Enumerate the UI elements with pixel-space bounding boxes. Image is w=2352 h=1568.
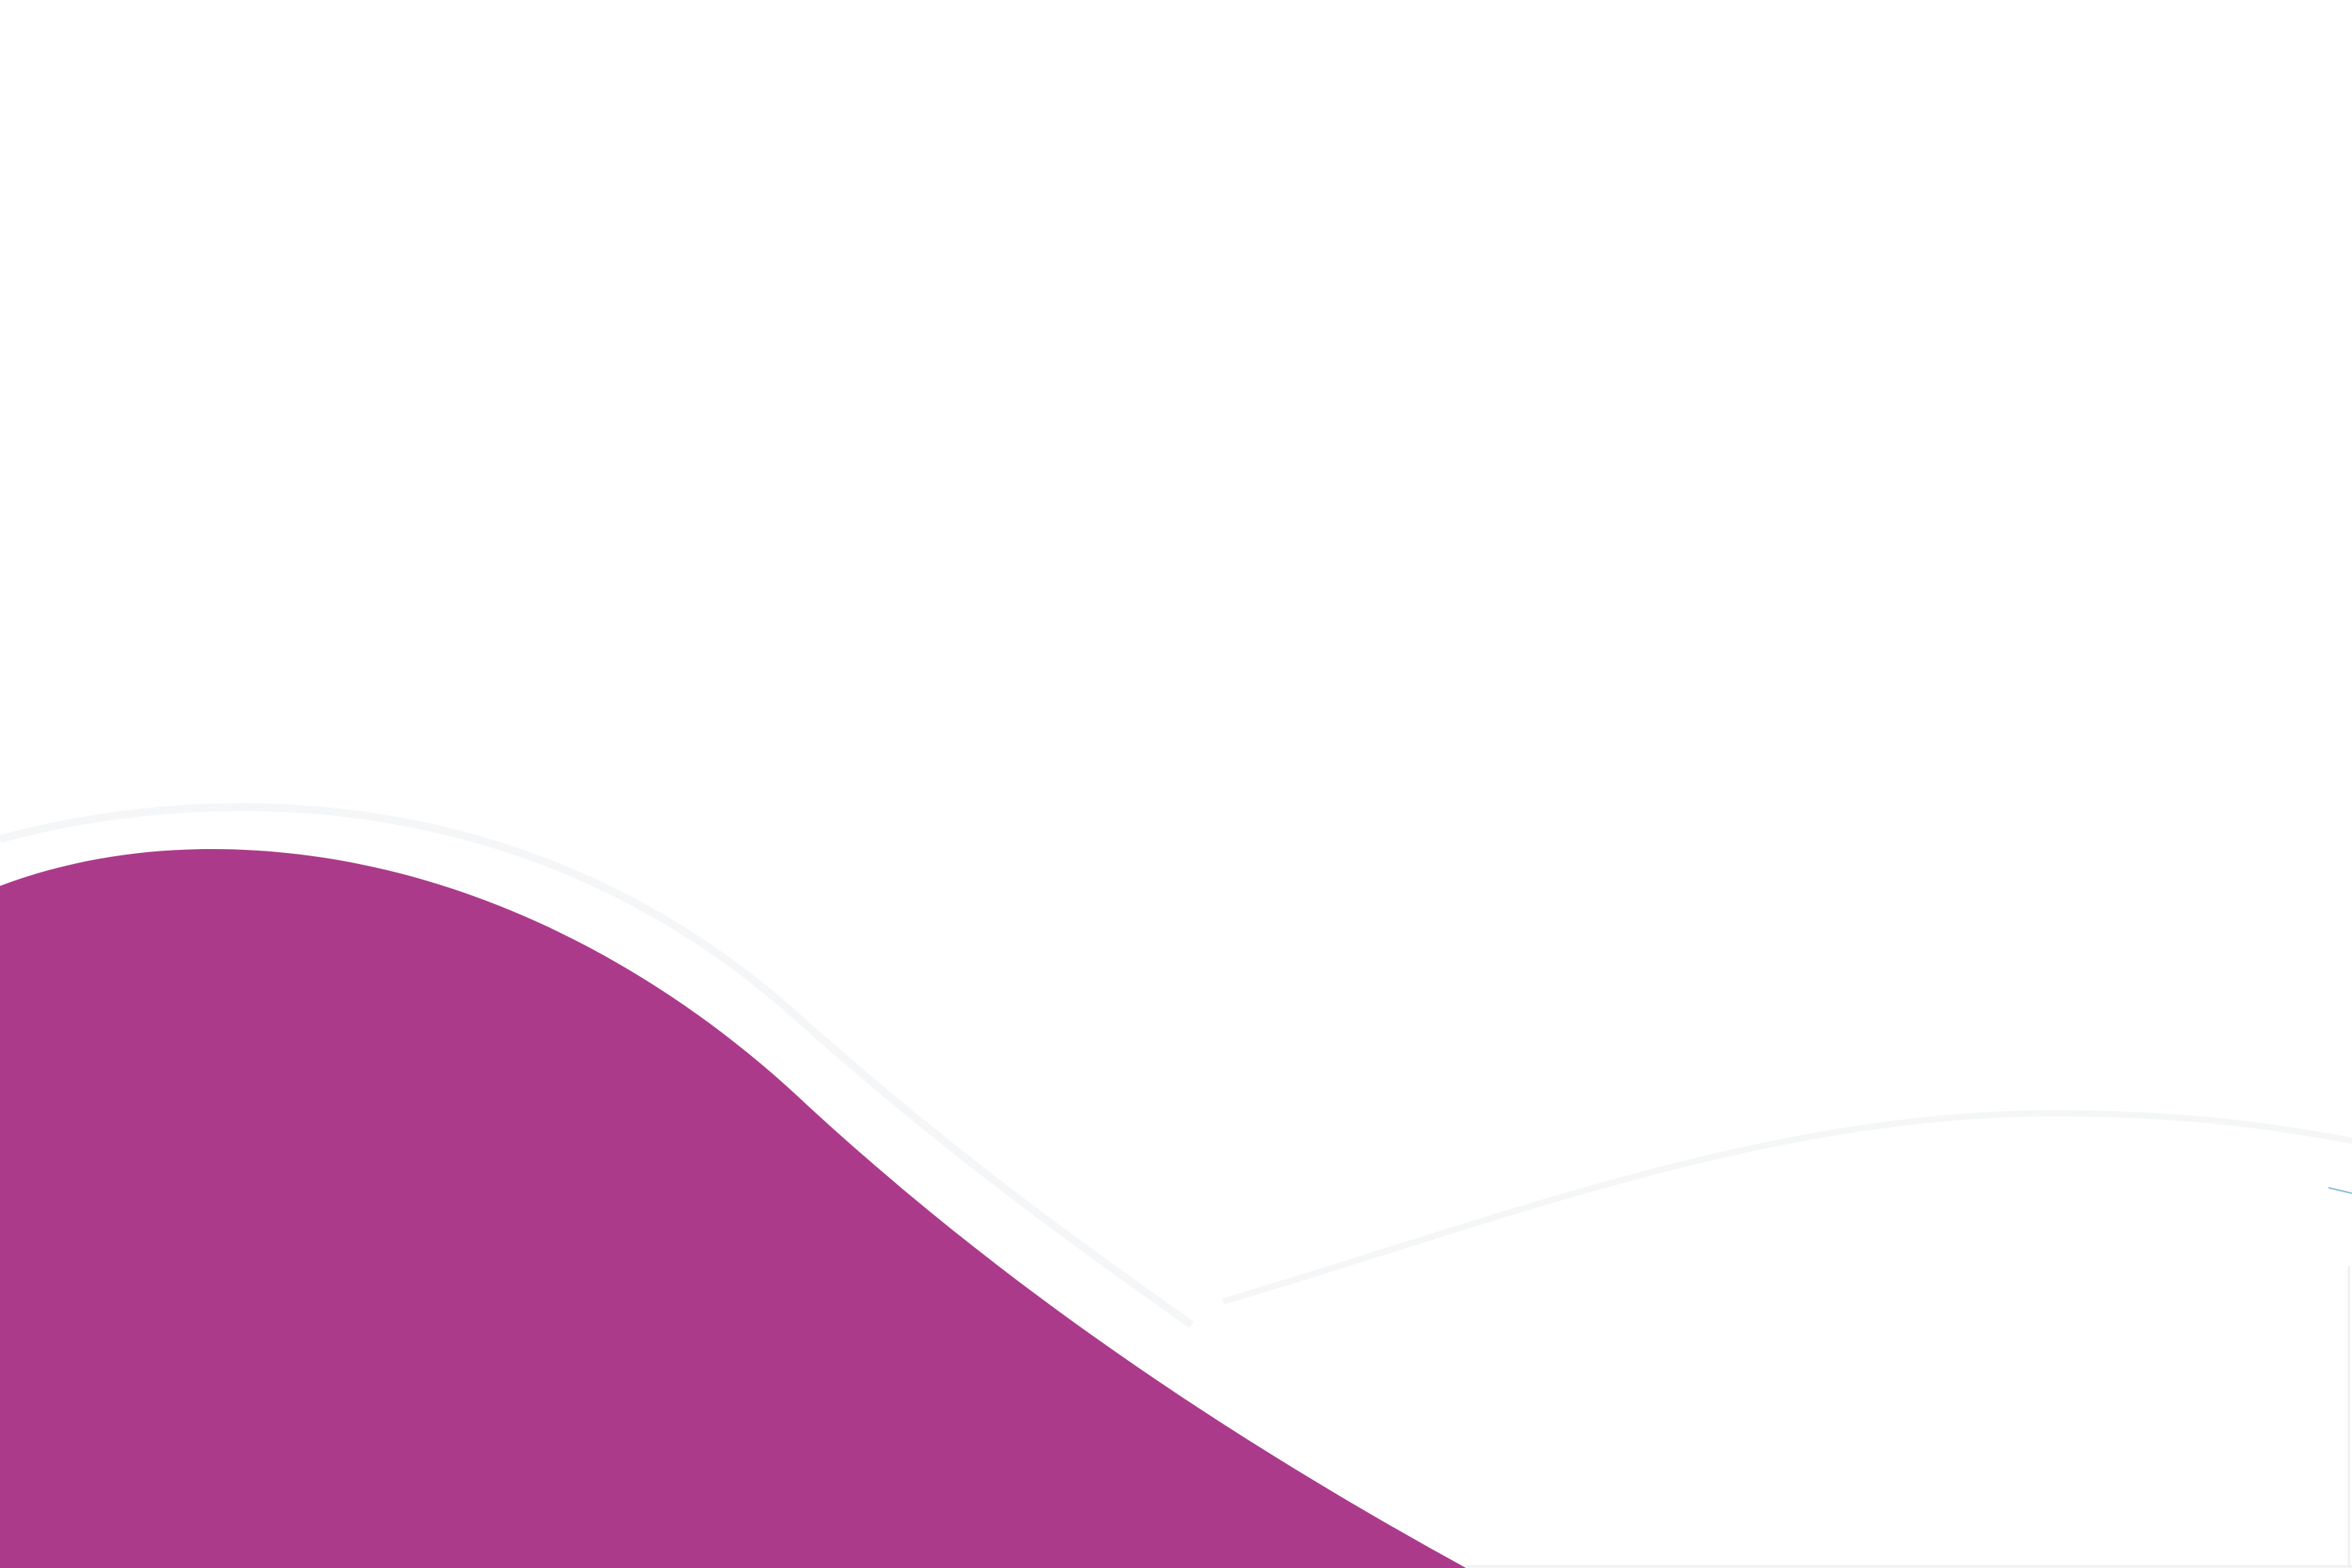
- purple-wave-shape: [0, 849, 1466, 1568]
- highlight-curve-left: [0, 803, 1194, 1329]
- highlight-curve-right: [1221, 1109, 2352, 1305]
- accent-line: [2328, 1187, 2352, 1194]
